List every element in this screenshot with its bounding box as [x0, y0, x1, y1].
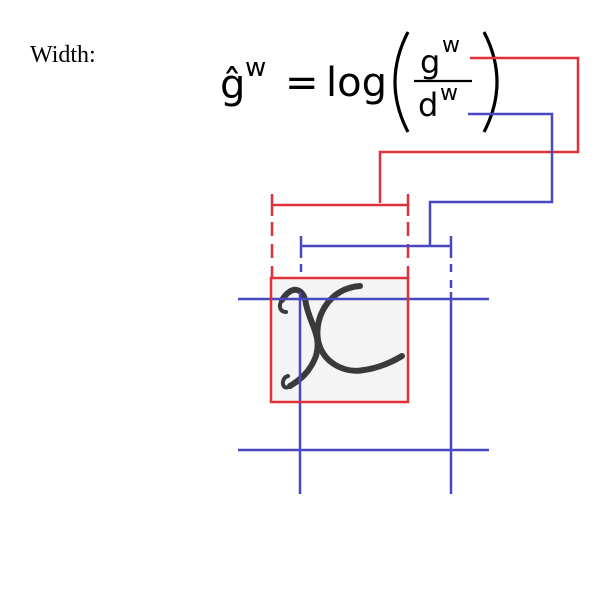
formula-denominator: d [418, 86, 438, 124]
formula-log: log [326, 60, 387, 106]
formula-lhs: ĝ [220, 62, 245, 108]
formula-equals: = [285, 60, 319, 106]
numerator-connector [380, 58, 578, 203]
formula-lhs-superscript: w [245, 53, 266, 83]
formula-denominator-superscript: w [440, 81, 458, 106]
formula-numerator: g [420, 43, 440, 81]
ground-truth-width-bracket [271, 194, 409, 278]
formula-left-paren [395, 32, 408, 132]
formula-right-paren [484, 32, 497, 132]
formula-numerator-superscript: w [442, 33, 460, 58]
denominator-connector [430, 114, 552, 246]
formula: ĝ w = log g w d w [220, 32, 497, 132]
width-heading: Width: [30, 42, 96, 68]
